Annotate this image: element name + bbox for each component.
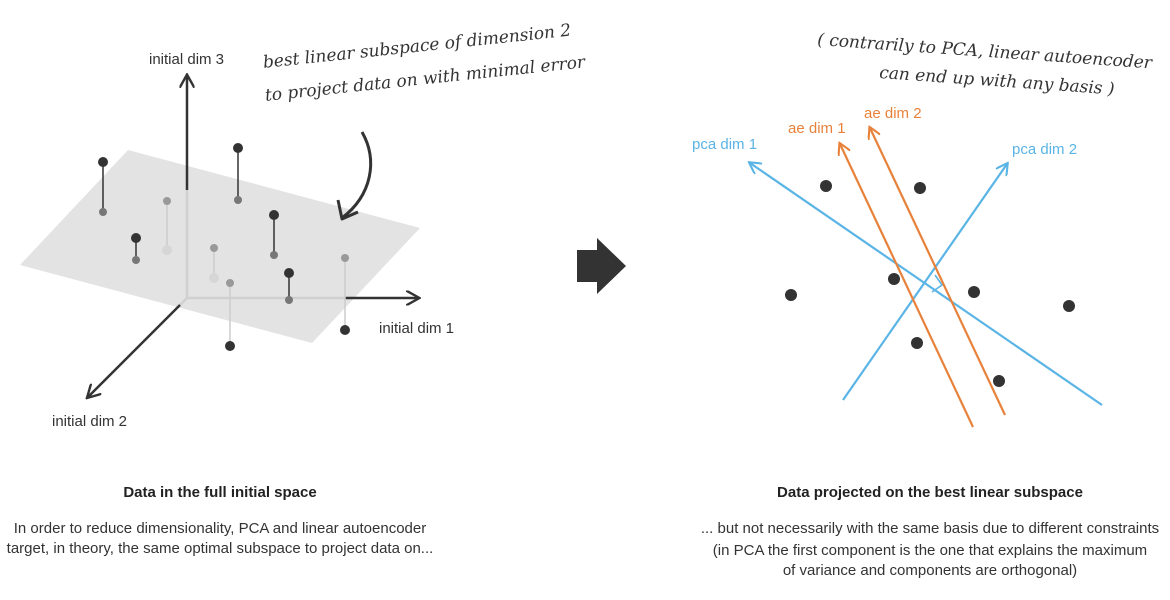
projected-point [234, 196, 242, 204]
pca-dim1-label: pca dim 1 [692, 136, 758, 153]
left-description-line1: In order to reduce dimensionality, PCA a… [13, 520, 427, 537]
data-point [233, 143, 243, 153]
ae-dim1-line [840, 144, 974, 428]
transition-arrow-icon [577, 238, 626, 294]
data-point [820, 180, 832, 192]
left-panel-title: Data in the full initial space [123, 484, 317, 501]
data-point [131, 233, 141, 243]
data-point-hidden [209, 273, 219, 283]
pca-dim1-line [750, 163, 1103, 406]
projected-point [285, 296, 293, 304]
projected-point [99, 208, 107, 216]
data-point-hidden [162, 245, 172, 255]
left-description-line2: target, in theory, the same optimal subs… [6, 540, 434, 557]
right-panel-title: Data projected on the best linear subspa… [777, 484, 1083, 501]
axis-dim2-visible [88, 304, 181, 397]
right-description-line2: (in PCA the first component is the one t… [712, 542, 1148, 559]
axis-dim2 [179, 297, 188, 306]
projected-point [132, 256, 140, 264]
ae-dim2-line [870, 128, 1006, 416]
axis-label-dim1: initial dim 1 [379, 320, 455, 337]
right-description-line1: ... but not necessarily with the same ba… [700, 520, 1160, 537]
projected-point [210, 244, 218, 252]
data-point [888, 273, 900, 285]
data-point [225, 341, 235, 351]
axis-label-dim2: initial dim 2 [52, 413, 128, 430]
ae-dim2-label: ae dim 2 [864, 105, 922, 122]
projected-point [163, 197, 171, 205]
annotation-arrow [341, 131, 373, 220]
data-point [914, 182, 926, 194]
projected-points [785, 180, 1075, 387]
data-point [785, 289, 797, 301]
data-point [911, 337, 923, 349]
right-angle-marker [931, 274, 944, 293]
data-point [993, 375, 1005, 387]
data-point [98, 157, 108, 167]
data-point-group [98, 143, 350, 351]
subspace-plane [20, 150, 420, 343]
data-point [1063, 300, 1075, 312]
ae-dim1-label: ae dim 1 [788, 120, 846, 137]
data-point [269, 210, 279, 220]
right-description-line3: of variance and components are orthogona… [782, 562, 1078, 579]
data-point [968, 286, 980, 298]
projected-point [270, 251, 278, 259]
data-point [284, 268, 294, 278]
data-point [340, 325, 350, 335]
projected-point [226, 279, 234, 287]
pca-dim2-label: pca dim 2 [1012, 141, 1078, 158]
projected-point [341, 254, 349, 262]
pca-dim2-line [842, 164, 1007, 401]
axis-label-dim3: initial dim 3 [149, 51, 225, 68]
